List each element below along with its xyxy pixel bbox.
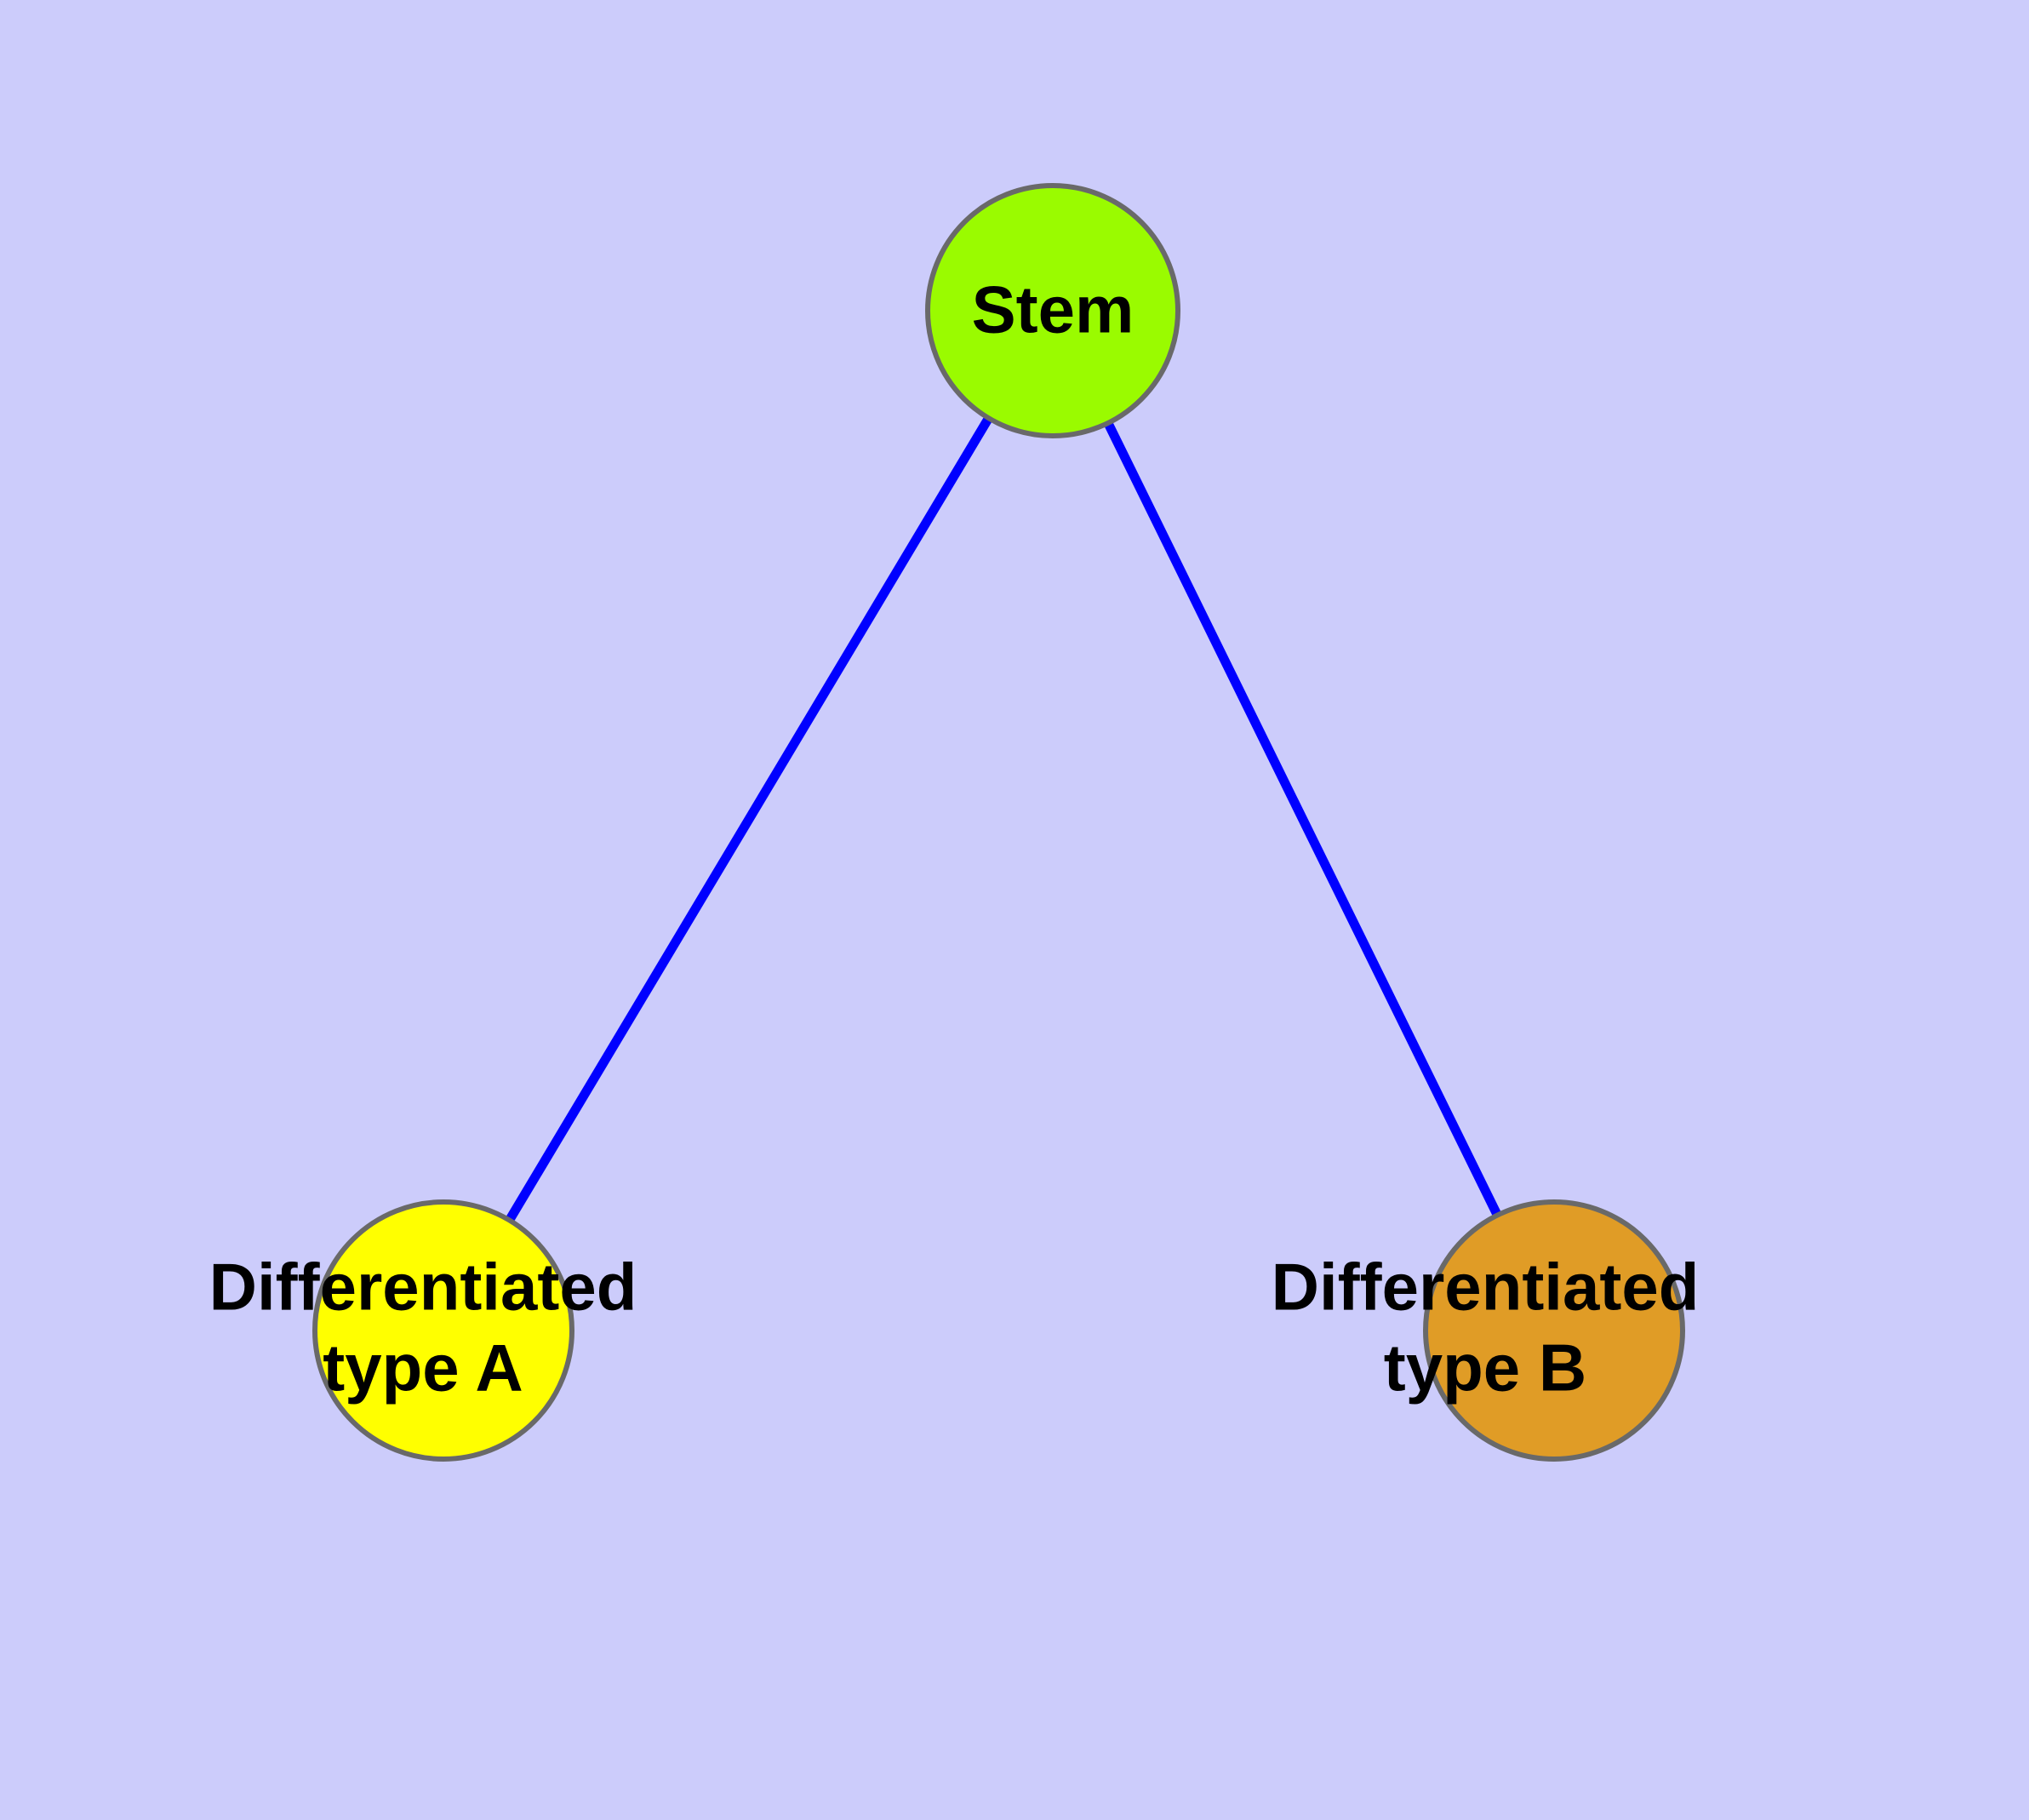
- node-stem[interactable]: Stem: [925, 183, 1180, 438]
- node-diff-a-circle[interactable]: [312, 1199, 574, 1462]
- edge-layer: [439, 308, 1558, 1333]
- node-diff-b[interactable]: [1423, 1199, 1685, 1462]
- node-diff-a-label-line2: type A: [323, 1331, 523, 1405]
- node-stem-circle[interactable]: [925, 183, 1180, 438]
- node-stem-label-line1: Stem: [972, 272, 1135, 347]
- label-layer: Differentiated type A Differentiated typ…: [209, 1250, 1700, 1405]
- node-diff-a[interactable]: [312, 1199, 574, 1462]
- node-diff-b-circle[interactable]: [1423, 1199, 1685, 1462]
- node-diff-b-label-line1: Differentiated: [1272, 1250, 1700, 1325]
- node-diff-a-label-line1: Differentiated: [209, 1250, 637, 1325]
- edge-stem-to-diff-a[interactable]: [439, 308, 1057, 1333]
- node-layer: Stem Differentiated type A Differentiate…: [209, 183, 1700, 1462]
- edge-stem-to-diff-b[interactable]: [1049, 308, 1558, 1333]
- node-diff-b-label-line2: type B: [1384, 1331, 1586, 1405]
